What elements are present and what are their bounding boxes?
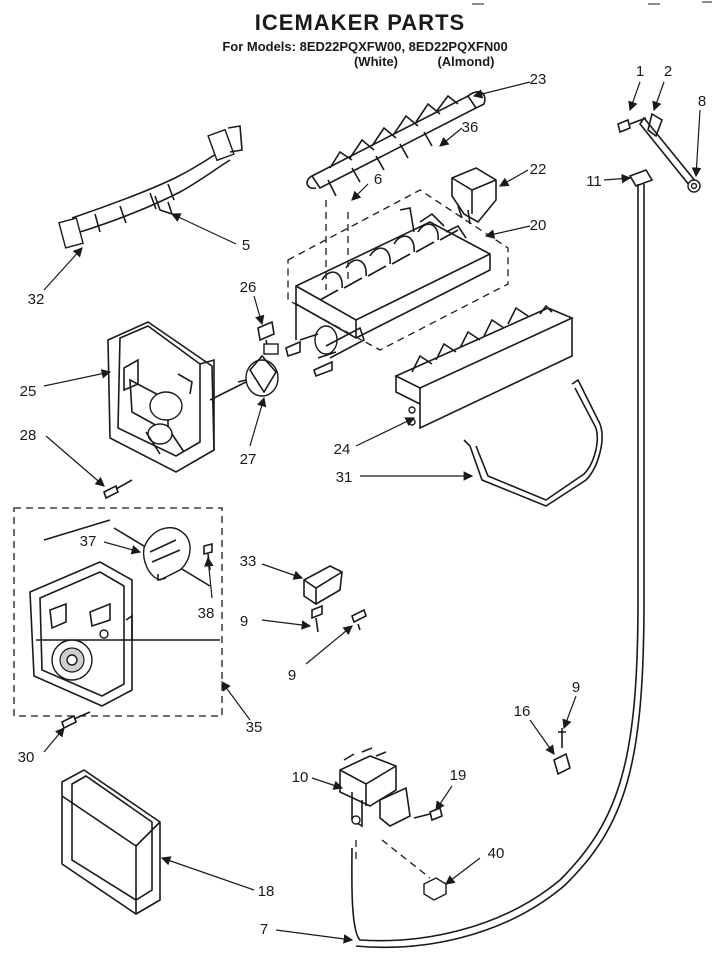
screw-28-part [103,479,133,500]
ejector-blade-part [306,91,486,197]
fill-cup-part [451,167,497,225]
part-label-27: 27 [240,451,257,468]
fitting-top-right-part [617,112,701,193]
part-label-37: 37 [80,533,97,550]
screw-30-part [61,711,91,730]
part-label-30: 30 [18,749,35,766]
part-label-22: 22 [530,161,547,178]
bracket-33-part [303,565,367,633]
cover-18-part [61,769,161,915]
ice-stripper-part [394,304,574,430]
part-label-35: 35 [246,719,263,736]
part-label-11: 11 [586,173,602,190]
wire-harness-part [58,125,243,249]
part-label-8: 8 [698,93,706,110]
thermostat-part [209,320,279,401]
part-label-32: 32 [28,291,45,308]
shutoff-arm-part [463,378,603,507]
part-label-16: 16 [514,703,531,720]
part-label-26: 26 [240,279,257,296]
part-label-2: 2 [664,63,672,80]
part-label-40: 40 [488,845,505,862]
color-almond-label: (Almond) [437,54,494,69]
bracket-16-part [553,728,571,776]
part-label-23: 23 [530,71,547,88]
part-label-18: 18 [258,883,275,900]
part-label-31: 31 [336,469,353,486]
control-housing-part [107,321,215,473]
water-valve-part [339,747,447,901]
part-label-38: 38 [198,605,215,622]
part-label-20: 20 [530,217,547,234]
part-label-33: 33 [240,553,257,570]
ejector-mold-guides [325,200,349,290]
part-label-9-lower: 9 [288,667,296,684]
part-label-7: 7 [260,921,268,938]
part-label-9-upper: 9 [240,613,248,630]
part-label-25: 25 [20,383,37,400]
leader-lines [43,81,702,944]
part-label-36: 36 [462,119,479,136]
part-label-28: 28 [20,427,37,444]
motor-assembly-group [13,507,223,717]
color-white-label: (White) [354,54,398,69]
part-label-9-right: 9 [572,679,580,696]
corner-marks [472,1,712,5]
part-label-5: 5 [242,237,250,254]
mold-assembly-part [285,189,509,378]
part-label-24: 24 [334,441,351,458]
part-number-labels: 1 2 8 11 23 36 6 22 20 5 32 26 25 28 27 … [18,63,707,938]
part-label-10: 10 [292,769,309,786]
models-line: For Models: 8ED22PQXFW00, 8ED22PQXFN00 [222,39,507,54]
part-label-1: 1 [636,63,644,80]
water-tube-part [351,184,645,949]
diagram-title: ICEMAKER PARTS [255,10,465,35]
part-label-19: 19 [450,767,467,784]
part-label-6: 6 [374,171,382,188]
